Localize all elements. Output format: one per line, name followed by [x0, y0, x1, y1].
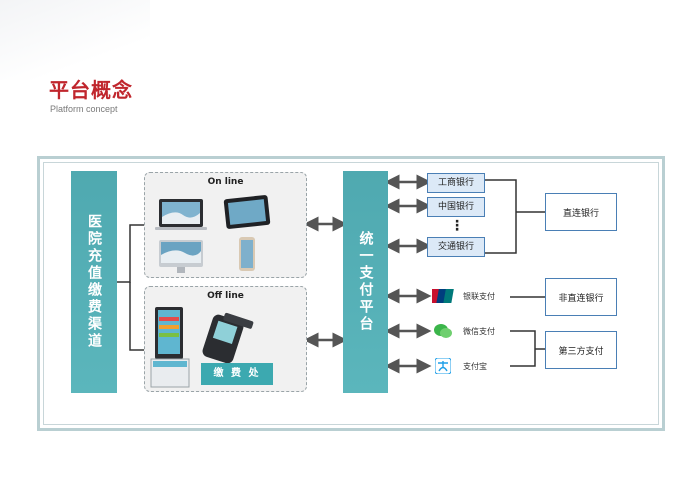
more-banks-ellipsis: ⋮	[450, 218, 464, 234]
cashier-counter-label: 缴 费 处	[201, 363, 273, 385]
offline-label: Off line	[207, 291, 244, 301]
direct-bank-bracket	[484, 179, 517, 254]
wechat-pay-label: 微信支付	[463, 327, 495, 336]
non-direct-bank-box: 非直连银行	[545, 278, 617, 316]
channel-to-online-line	[117, 224, 144, 283]
third-party-bracket	[510, 330, 536, 367]
page-title: 平台概念	[49, 78, 133, 102]
unionpay-label: 银联支付	[463, 292, 495, 301]
alipay-icon	[435, 358, 451, 374]
laptop-icon	[155, 199, 207, 230]
bank-icbc: 工商银行	[427, 173, 485, 193]
bank-bocom: 交通银行	[427, 237, 485, 257]
page-subtitle: Platform concept	[50, 104, 118, 114]
online-box: On line	[144, 172, 307, 278]
corner-decoration	[0, 0, 150, 80]
channel-to-offline-line	[129, 282, 144, 351]
direct-bank-box: 直连银行	[545, 193, 617, 231]
hospital-channel-column: 医院充值缴费渠道	[71, 171, 117, 393]
bank-boc: 中国银行	[427, 197, 485, 217]
wechat-icon	[434, 324, 452, 338]
self-service-kiosk-icon	[150, 307, 190, 388]
pos-terminal-icon	[202, 312, 254, 364]
smartphone-icon	[239, 237, 255, 271]
alipay-label: 支付宝	[463, 362, 487, 371]
online-label: On line	[207, 177, 244, 187]
diagram-inner-frame	[43, 162, 659, 425]
third-party-payment-box: 第三方支付	[545, 331, 617, 369]
unionpay-icon	[432, 289, 454, 303]
tablet-icon	[223, 195, 271, 229]
payment-platform-column: 统一支付平台	[343, 171, 388, 393]
offline-devices	[150, 307, 254, 388]
desktop-monitor-icon	[159, 240, 203, 273]
online-devices	[155, 195, 271, 273]
